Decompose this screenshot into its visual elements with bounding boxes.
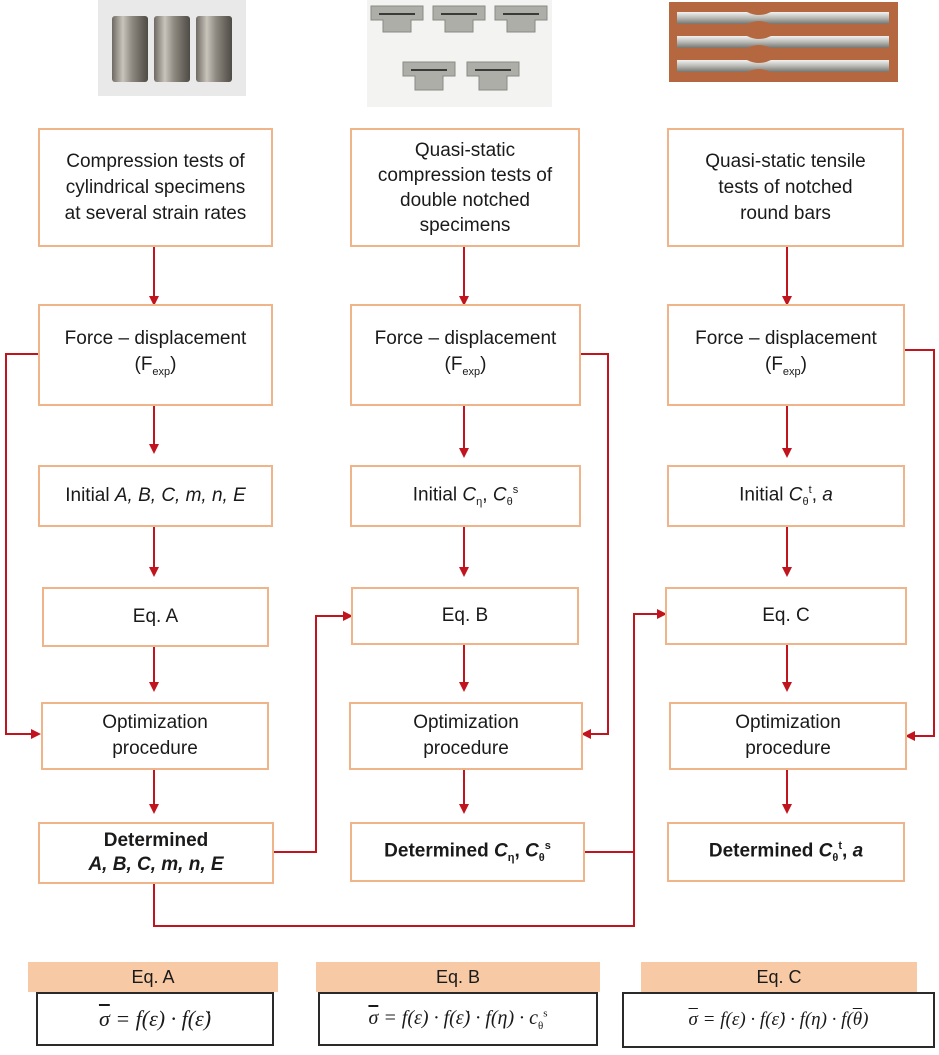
c1-force-box: Force – displacement (Fexp): [38, 304, 273, 406]
c3-determined-box: Determined Cθt, a: [667, 822, 905, 882]
c2-determined-box: Determined Cη, Cθs: [350, 822, 585, 882]
arrow-c1-force-to-opt: [5, 353, 41, 739]
eq-b-formula: σ = f(ε) · f(ε̇) · f(η) · cθs: [318, 992, 598, 1046]
c1-opt-box: Optimization procedure: [41, 702, 269, 770]
cylindrical-specimens-photo: [98, 0, 246, 96]
arrow-c3-force-to-opt: [905, 349, 935, 741]
eq-c-label: Eq. C: [641, 962, 917, 992]
c1-initial-box: Initial A, B, C, m, n, E: [38, 465, 273, 527]
notched-round-bars-photo: [669, 2, 898, 82]
line-det-a-to-eq-c: [153, 852, 635, 927]
double-notched-specimens-photo: [367, 0, 552, 107]
c3-force-box: Force – displacement (Fexp): [667, 304, 905, 406]
eq-c-formula: σ = f(ε) · f(ε̇) · f(η) · f(θ): [622, 992, 935, 1048]
c3-eq-box: Eq. C: [665, 587, 907, 645]
c1-test-box: Compression tests of cylindrical specime…: [38, 128, 273, 247]
eq-a-formula: σ = f(ε) · f(ε̇): [36, 992, 274, 1046]
c2-opt-box: Optimization procedure: [349, 702, 583, 770]
c2-test-box: Quasi-static compression tests of double…: [350, 128, 580, 247]
c1-eq-box: Eq. A: [42, 587, 269, 647]
c2-eq-box: Eq. B: [351, 587, 579, 645]
c2-force-box: Force – displacement (Fexp): [350, 304, 581, 406]
arrow-det-b-to-eq-c: [585, 609, 667, 853]
eq-a-label: Eq. A: [28, 962, 278, 992]
eq-b-label: Eq. B: [316, 962, 600, 992]
arrow-det-a-to-eq-b: [274, 611, 353, 853]
c1-determined-box: Determined A, B, C, m, n, E: [38, 822, 274, 884]
c3-test-box: Quasi-static tensile tests of notched ro…: [667, 128, 904, 247]
arrow-c2-force-to-opt: [581, 353, 609, 739]
c3-initial-box: Initial Cθt, a: [667, 465, 905, 527]
c2-initial-box: Initial Cη, Cθs: [350, 465, 581, 527]
c3-opt-box: Optimization procedure: [669, 702, 907, 770]
